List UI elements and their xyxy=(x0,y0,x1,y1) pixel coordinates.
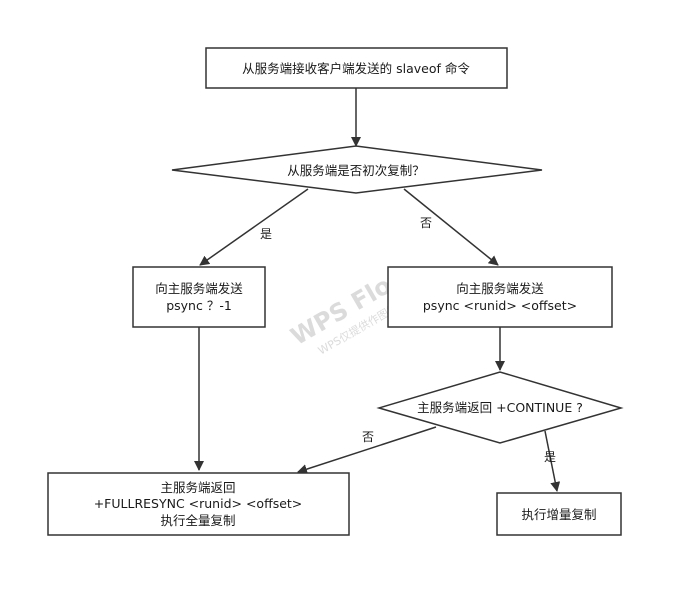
node-send-psync-full-line-1: 向主服务端发送 xyxy=(155,281,243,296)
node-start-label: 从服务端接收客户端发送的 slaveof 命令 xyxy=(242,61,470,76)
edge-label-first-sync-no: 否 xyxy=(420,216,432,230)
node-send-psync-partial-box xyxy=(387,266,613,328)
node-first-sync-label: 从服务端是否初次复制？ xyxy=(287,163,425,178)
edge-first-sync-no xyxy=(403,188,499,266)
edge-label-continue-no: 否 xyxy=(362,430,374,444)
node-continue-check-diamond xyxy=(376,371,624,444)
edges xyxy=(194,88,561,492)
node-send-psync-full-box xyxy=(132,266,266,328)
node-full-resync-line-1: 主服务端返回 xyxy=(160,480,235,495)
node-continue-check: 主服务端返回 +CONTINUE ? xyxy=(376,371,624,444)
node-full-resync-line-3: 执行全量复制 xyxy=(160,513,235,528)
edge-continue-yes xyxy=(544,430,561,492)
node-send-psync-partial-line-2: psync <runid> <offset> xyxy=(423,298,577,313)
node-send-psync-partial-line-1: 向主服务端发送 xyxy=(456,281,544,296)
node-continue-check-label: 主服务端返回 +CONTINUE ? xyxy=(417,400,583,415)
node-partial-sync-label: 执行增量复制 xyxy=(521,507,596,522)
node-full-resync-box xyxy=(47,472,350,536)
edge-label-continue-yes: 是 xyxy=(544,450,556,464)
node-send-psync-full: 向主服务端发送 psync ？-1 xyxy=(132,266,266,328)
node-full-resync: 主服务端返回 +FULLRESYNC <runid> <offset> 执行全量… xyxy=(47,472,350,536)
node-first-sync-diamond xyxy=(171,145,543,194)
node-partial-sync: 执行增量复制 xyxy=(496,492,622,536)
node-start-box xyxy=(205,47,508,89)
node-send-psync-partial: 向主服务端发送 psync <runid> <offset> xyxy=(387,266,613,328)
node-start: 从服务端接收客户端发送的 slaveof 命令 xyxy=(205,47,508,89)
node-send-psync-full-line-2: psync ？-1 xyxy=(166,298,232,313)
node-partial-sync-box xyxy=(496,492,622,536)
edge-label-first-sync-yes: 是 xyxy=(260,227,272,241)
node-first-sync: 从服务端是否初次复制？ xyxy=(171,145,543,194)
node-full-resync-line-2: +FULLRESYNC <runid> <offset> xyxy=(94,496,303,511)
edge-first-sync-yes xyxy=(199,188,309,266)
edge-continue-no xyxy=(297,426,437,474)
